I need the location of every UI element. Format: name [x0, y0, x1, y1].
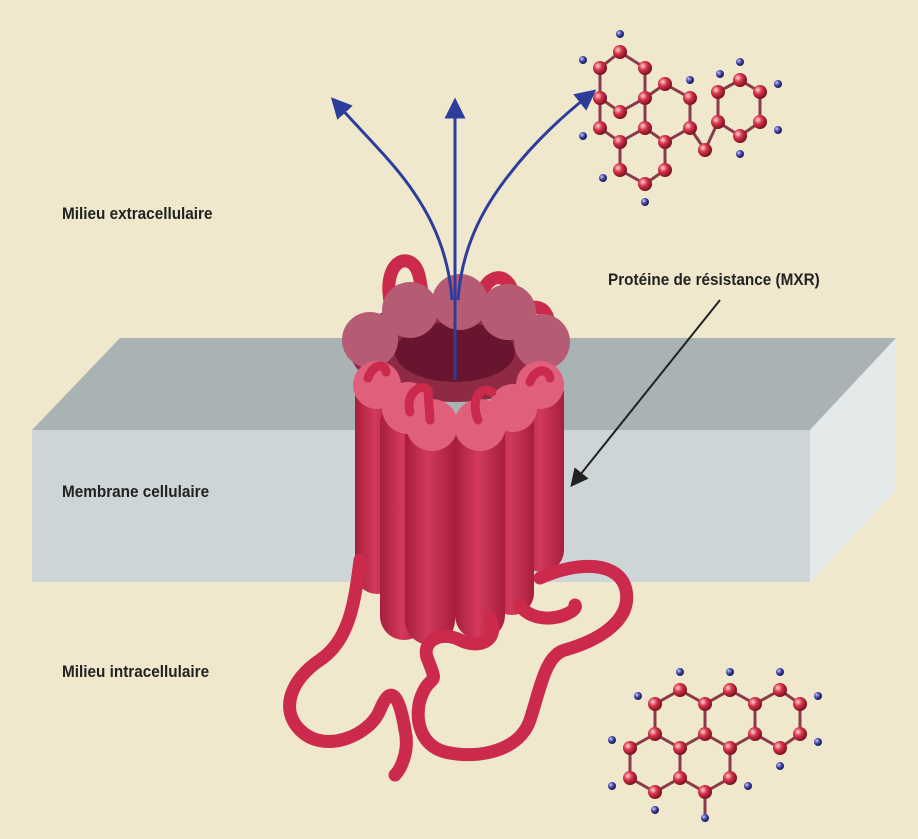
label-extracellular: Milieu extracellulaire — [62, 204, 213, 224]
label-membrane: Membrane cellulaire — [62, 482, 209, 502]
molecule-top-icon — [579, 30, 782, 206]
molecule-bottom-icon — [608, 668, 822, 822]
label-protein: Protéine de résistance (MXR) — [608, 270, 820, 290]
label-intracellular: Milieu intracellulaire — [62, 662, 209, 682]
